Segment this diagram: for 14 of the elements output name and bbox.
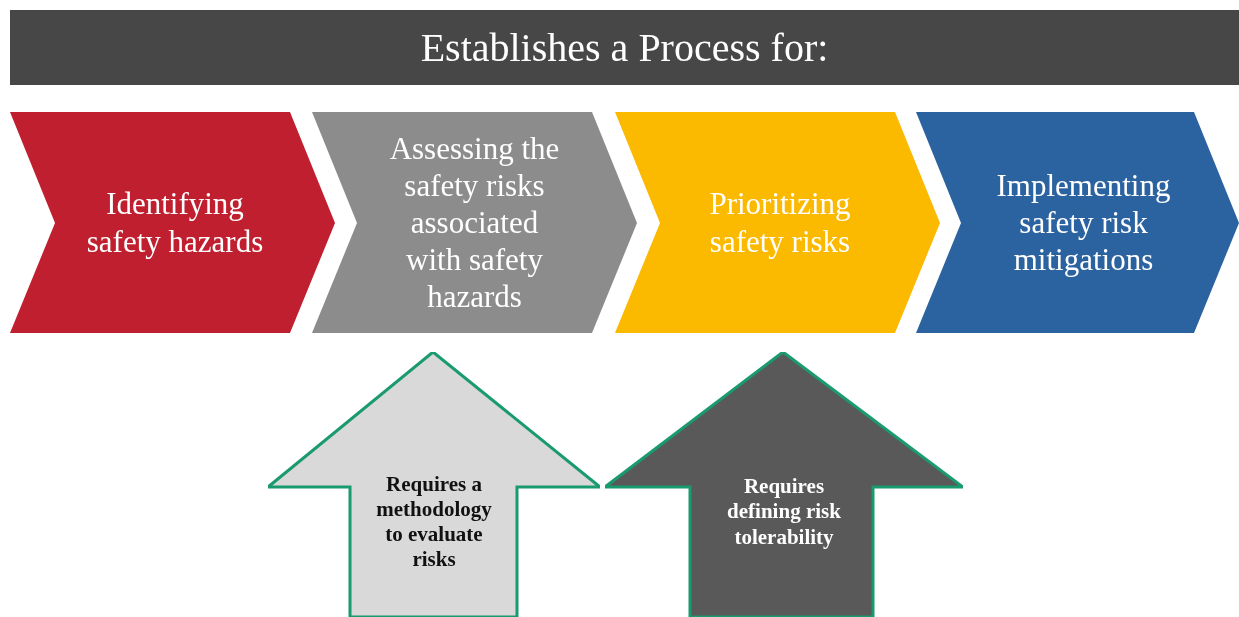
step-label: Identifying safety hazards — [85, 185, 265, 260]
header-band — [10, 10, 1239, 85]
arrow-label: Requires a methodology to evaluate risks — [375, 471, 493, 573]
upward-pointer-shape — [605, 352, 963, 617]
step-label: Assessing the safety risks associated with safety hazards — [388, 129, 561, 316]
chevron-shape — [916, 112, 1239, 333]
chevron-shape — [312, 112, 637, 333]
header-text: Establishes a Process for: — [420, 23, 829, 72]
step-label: Implementing safety risk mitigations — [995, 166, 1172, 279]
upward-pointer-shape — [268, 352, 600, 617]
step-label: Prioritizing safety risks — [708, 185, 852, 260]
chevron-shape — [615, 112, 940, 333]
arrow-label: Requires defining risk tolerability — [726, 474, 842, 550]
chevron-shape — [10, 112, 335, 333]
